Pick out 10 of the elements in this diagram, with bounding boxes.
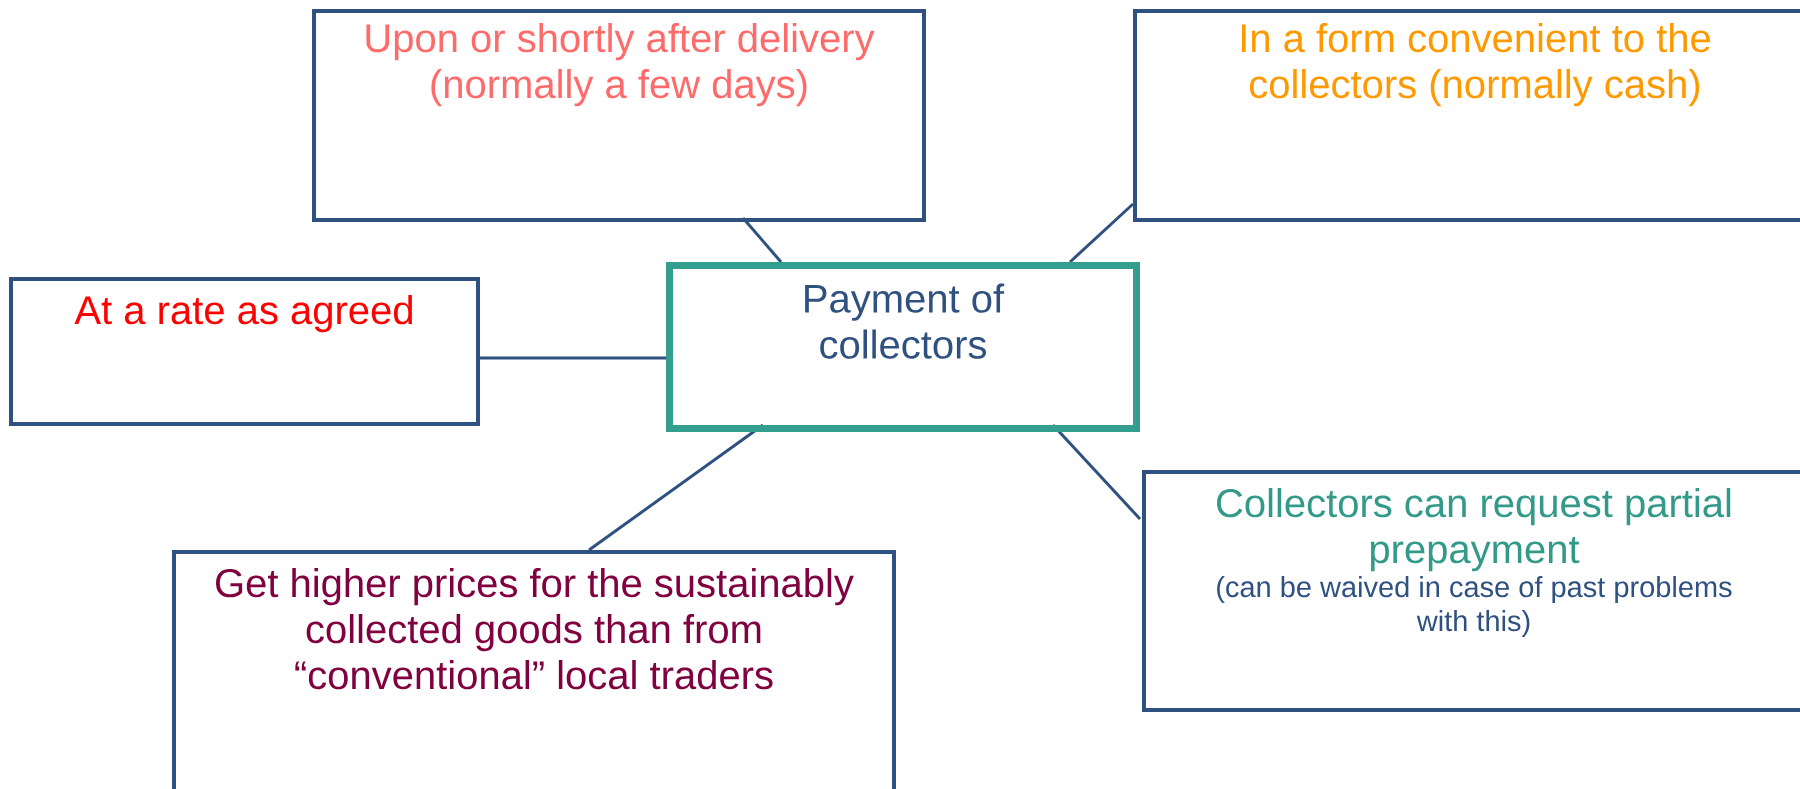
note-box: In a form convenient to the collectors (normally cash) bbox=[1133, 9, 1800, 222]
topic-box: Payment of collectors bbox=[666, 262, 1140, 432]
note-box: At a rate as agreed bbox=[9, 277, 480, 426]
connector-line bbox=[1051, 423, 1142, 520]
note-box: Get higher prices for the sustainably collected goods than from “conventional” local traders bbox=[172, 550, 896, 789]
connector-line bbox=[741, 217, 783, 263]
note-box: Upon or shortly after delivery (normally a few days) bbox=[312, 9, 926, 222]
connector-line bbox=[1069, 202, 1135, 264]
note-box: Collectors can request partial prepayment (can be waived in case of past problems with this) bbox=[1142, 470, 1800, 712]
connector-line bbox=[588, 423, 764, 552]
